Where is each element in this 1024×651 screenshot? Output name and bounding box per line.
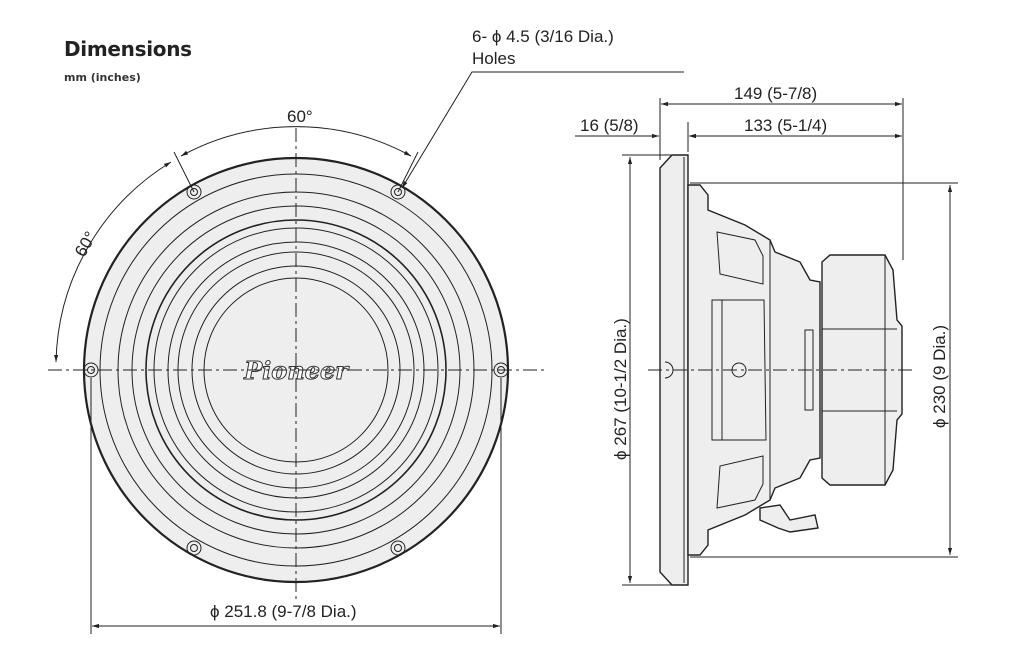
cutout-diameter-label: ϕ 230 (9 Dia.) xyxy=(930,325,949,428)
units-caption: mm (inches) xyxy=(64,71,141,84)
side-view: 149 (5-7/8) 16 (5/8) 133 (5-1/4) ϕ 267 (… xyxy=(575,84,958,586)
holes-label-line2: Holes xyxy=(472,49,515,68)
mount-diameter-label: ϕ 251.8 (9-7/8 Dia.) xyxy=(210,602,357,621)
angle-left-label: 60° xyxy=(71,228,100,260)
mounting-holes xyxy=(83,184,509,556)
total-depth-label: 149 (5-7/8) xyxy=(734,84,817,103)
holes-label-line1: 6- ϕ 4.5 (3/16 Dia.) xyxy=(472,27,614,46)
angle-top-label: 60° xyxy=(287,107,313,126)
front-view: Pioneer 60° 60° 6- ϕ 4.5 (3/16 Dia.) Hol… xyxy=(48,27,684,634)
outer-diameter-label: ϕ 267 (10-1/2 Dia.) xyxy=(611,318,630,460)
flange-depth-label: 16 (5/8) xyxy=(580,116,639,135)
mount-depth-label: 133 (5-1/4) xyxy=(744,116,827,135)
diagram-title: Dimensions xyxy=(64,37,192,61)
